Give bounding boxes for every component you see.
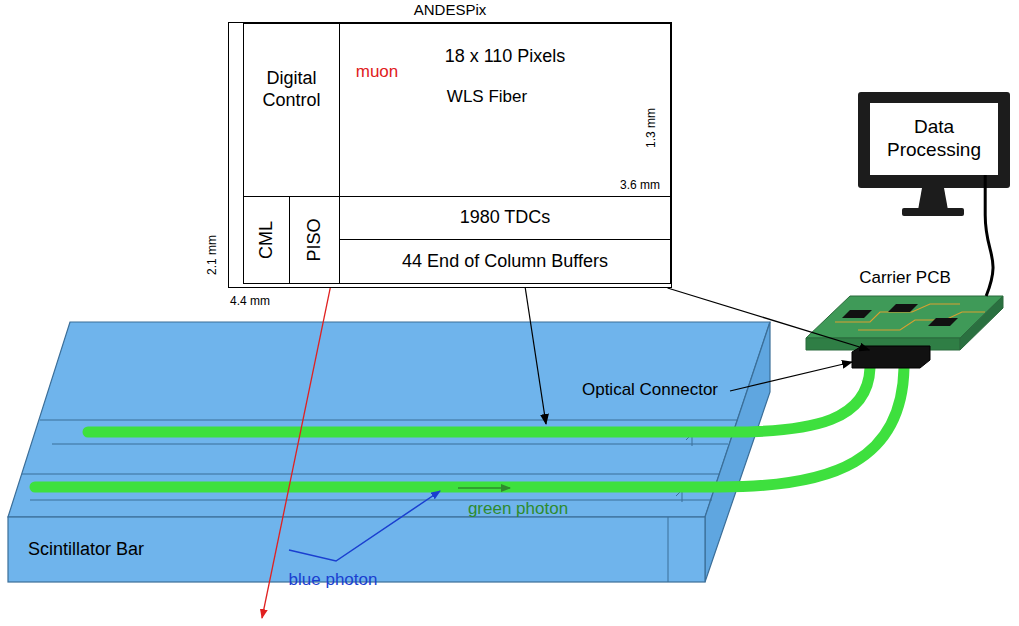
- dimension: 1.3 mm: [645, 108, 659, 148]
- particle-label: muon: [356, 62, 399, 82]
- box-text: CML: [256, 221, 278, 259]
- pcb-chip: [888, 304, 918, 312]
- chip-block: 1980 TDCs: [339, 196, 671, 240]
- chip-block: PISO: [289, 196, 340, 284]
- chip-block: 44 End of Column Buffers: [339, 239, 671, 284]
- groove-edge: [22, 474, 720, 475]
- box-text: 44 End of Column Buffers: [402, 251, 608, 273]
- bar-seam: [668, 517, 669, 582]
- monitor-screen: Data Processing: [870, 103, 998, 175]
- connector-leader: [730, 362, 852, 391]
- chip-block: CML: [243, 196, 290, 284]
- arrow-connector: [668, 288, 870, 350]
- carrier-pcb: Carrier PCB: [806, 296, 1004, 350]
- monitor-neck: [918, 188, 948, 210]
- groove-edge: [30, 500, 712, 501]
- optical-connector: [852, 346, 930, 368]
- pixel-matrix: 18 x 110 Pixels: [339, 23, 671, 197]
- monitor-base: [902, 208, 964, 216]
- monitor-frame: [858, 92, 1010, 188]
- pcb-side: [960, 296, 1003, 350]
- blue-photon-path: [289, 491, 440, 561]
- pcb-chip: [928, 318, 958, 326]
- box-text: 1980 TDCs: [460, 207, 551, 229]
- dimension: 3.6 mm: [620, 179, 660, 193]
- bar-side-face: [705, 322, 770, 582]
- groove-edge: [52, 444, 728, 445]
- chip-outline: ANDESPixDigital Control18 x 110 PixelsCM…: [228, 22, 672, 288]
- pcb-chip: [842, 310, 872, 318]
- cable: [985, 175, 993, 296]
- part-label: WLS Fiber: [447, 87, 527, 107]
- dimension: 2.1 mm: [206, 235, 220, 275]
- groove-edge: [40, 420, 738, 421]
- pcb-trace: [835, 304, 985, 330]
- chip-block: Digital Control: [243, 23, 340, 197]
- box-text: ANDESPix: [189, 1, 711, 19]
- wls-fiber: [88, 368, 870, 432]
- dimension: 4.4 mm: [230, 295, 270, 309]
- box-text: Data Processing: [874, 116, 994, 162]
- box-text: Digital Control: [248, 68, 335, 111]
- wls-fiber: [35, 368, 904, 487]
- box-text: PISO: [304, 218, 326, 261]
- photon-label: blue photon: [289, 570, 378, 590]
- box-text: Scintillator Bar: [28, 539, 144, 561]
- part-label: Optical Connector: [582, 380, 718, 400]
- green-photon-arrow: [458, 487, 510, 489]
- box-text: Carrier PCB: [766, 268, 1019, 288]
- photon-label: green photon: [468, 499, 568, 519]
